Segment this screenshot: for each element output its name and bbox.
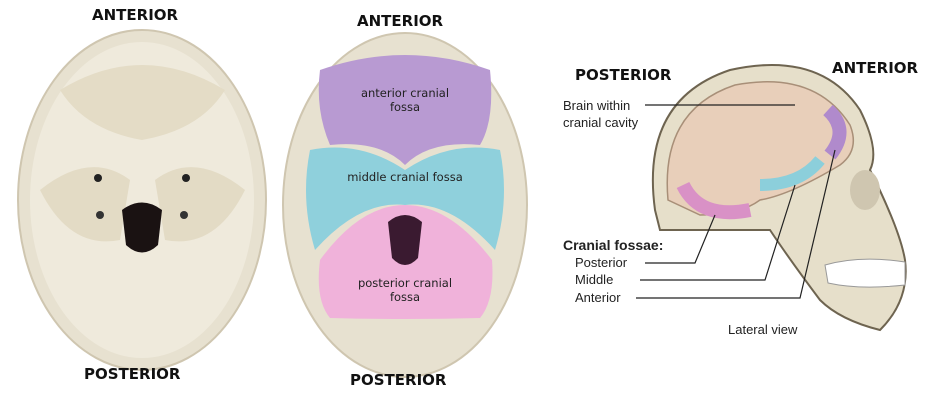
lateral-skull — [636, 64, 907, 332]
anterior-fossa-label: anterior cranial fossa — [360, 86, 450, 114]
right-anterior-label: ANTERIOR — [832, 59, 919, 77]
right-posterior-label: POSTERIOR — [575, 66, 672, 84]
left-posterior-label: POSTERIOR — [84, 365, 181, 383]
middle-fossa-mark — [759, 156, 825, 191]
left-anterior-label: ANTERIOR — [92, 6, 179, 24]
middle-anterior-label: ANTERIOR — [357, 12, 444, 30]
posterior-fossa-mark — [676, 181, 752, 220]
middle-posterior-label: POSTERIOR — [350, 371, 447, 389]
lateral-view-caption: Lateral view — [728, 322, 798, 337]
middle-fossa-region — [306, 147, 504, 250]
middle-fossa-label: middle cranial fossa — [347, 170, 463, 184]
anterior-fossa-mark — [822, 104, 847, 160]
fossa-middle-label: Middle — [575, 272, 614, 287]
brain-label-line1: Brain within — [563, 98, 631, 113]
brain-label-line2: cranial cavity — [563, 115, 639, 130]
posterior-fossa-label: posterior cranial fossa — [357, 276, 453, 304]
brain — [666, 81, 855, 216]
fossa-anterior-label: Anterior — [575, 290, 621, 305]
fossae-heading: Cranial fossae: — [563, 237, 664, 253]
skull-base-colored — [282, 32, 528, 378]
foramen-magnum — [122, 202, 162, 253]
fossa-posterior-label: Posterior — [575, 255, 628, 270]
skull-base-photo — [17, 29, 267, 371]
anterior-fossa-region — [318, 55, 492, 165]
